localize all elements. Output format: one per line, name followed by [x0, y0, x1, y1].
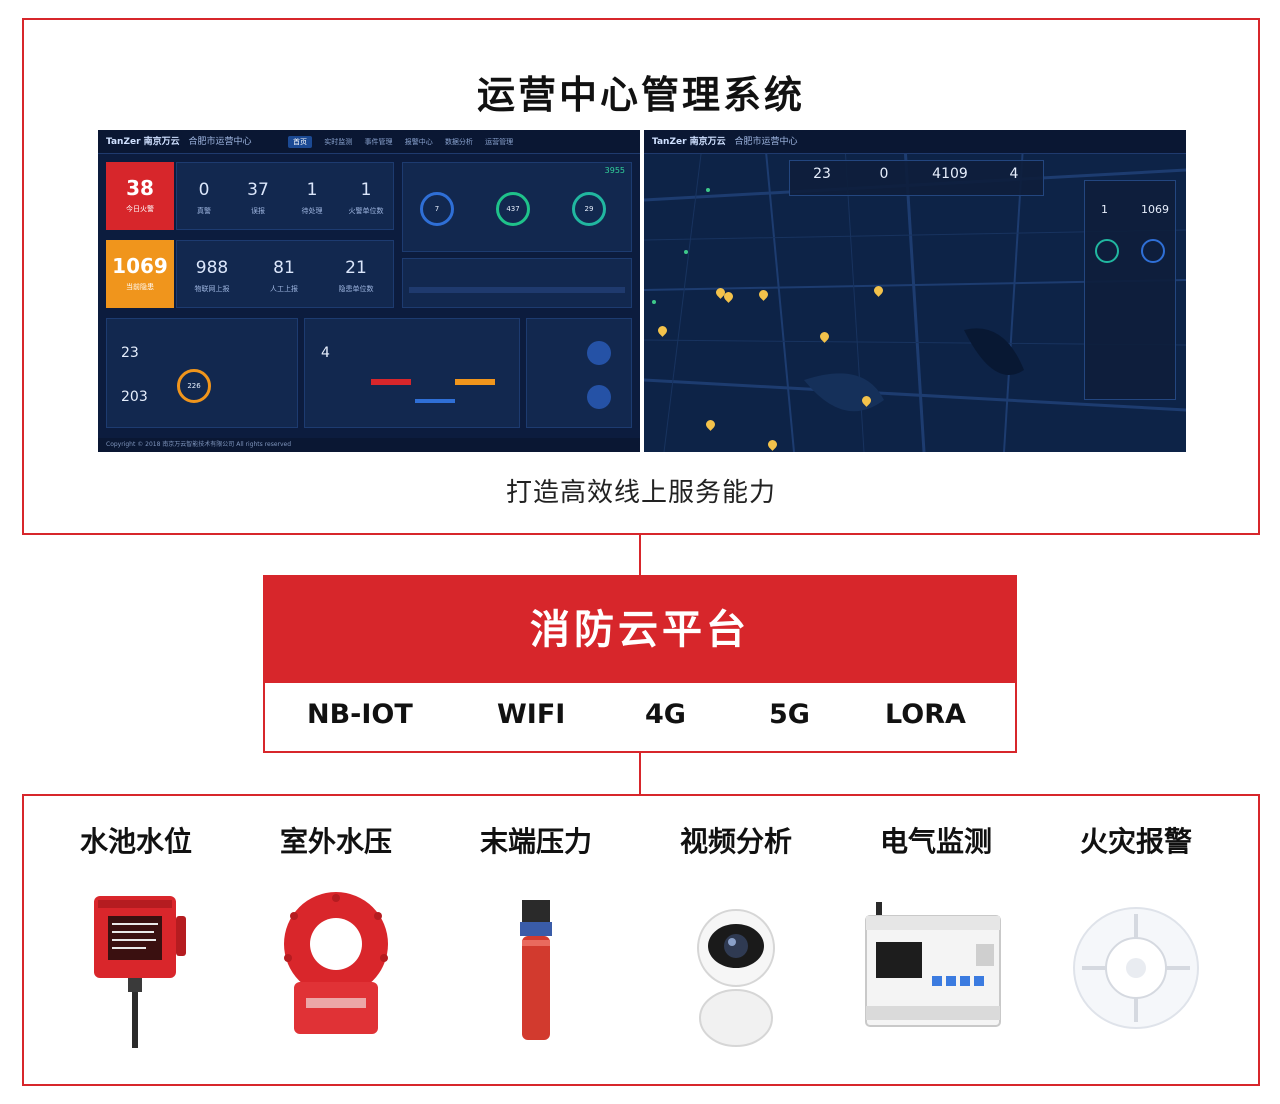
device-label: 末端压力 — [479, 825, 592, 858]
map-topbar: TanZer 南京万云 合肥市运营中心 — [644, 130, 1186, 154]
device-electrical-monitoring: 电气监测 — [836, 796, 1036, 1086]
platform-title: 消防云平台 — [265, 577, 1015, 683]
device-label: 水池水位 — [79, 825, 192, 858]
service-panel: 4 — [304, 318, 520, 428]
device-fire-alarm: 火灾报警 — [1036, 796, 1236, 1086]
map-dot — [706, 188, 710, 192]
nav-item-events: 事件管理 — [364, 138, 393, 146]
protocol-wifi: WIFI — [497, 699, 566, 730]
units-value-2: 203 — [121, 389, 148, 405]
dashboard-nav: 首页 实时监测 事件管理 报警中心 数据分析 运营管理 — [288, 130, 523, 154]
units-value-1: 23 — [121, 345, 139, 361]
map-brand: TanZer 南京万云 — [652, 137, 726, 147]
nav-item-analysis: 数据分析 — [444, 138, 473, 146]
device-terminal-pressure: 末端压力 — [436, 796, 636, 1086]
map-stat-1: 23 — [813, 166, 831, 182]
gauge-3: 29 — [572, 192, 606, 226]
fire-cloud-platform-box: 消防云平台 NB-IOT WIFI 4G 5G LORA — [263, 575, 1017, 753]
stat-iot-report: 988 物联网上报 — [194, 258, 230, 293]
dashboard-center-name: 合肥市运营中心 — [188, 137, 252, 147]
electrical-monitor-icon — [865, 902, 1001, 1027]
nav-item-operations: 运营管理 — [485, 138, 514, 146]
gauge-2: 437 — [496, 192, 530, 226]
devices-box: 水池水位 室外水压 末端压力 — [22, 794, 1260, 1086]
map-dot — [684, 250, 688, 254]
dashboard-screenshot-left: TanZer 南京万云 合肥市运营中心 首页 实时监测 事件管理 报警中心 数据… — [98, 130, 640, 452]
device-label: 电气监测 — [879, 825, 992, 858]
dashboard-brand: TanZer 南京万云 — [106, 137, 180, 147]
map-stat-3: 4109 — [932, 166, 968, 182]
nav-item-home: 首页 — [288, 136, 312, 148]
smoke-detector-icon — [1073, 907, 1199, 1029]
device-label: 视频分析 — [679, 825, 792, 858]
protocol-4g: 4G — [645, 699, 686, 730]
map-side-panel: 1 1069 — [1084, 180, 1176, 400]
camera-icon — [697, 909, 775, 1047]
dashboard-footer: Copyright © 2018 南京万云智能技术有限公司 All rights… — [98, 438, 640, 452]
protocol-lora: LORA — [885, 699, 966, 730]
stat-today-fire: 38 今日火警 — [106, 162, 174, 230]
device-outdoor-water-pressure: 室外水压 — [236, 796, 436, 1086]
map-stat-4: 4 — [1009, 166, 1019, 182]
protocol-nb-iot: NB-IOT — [307, 699, 413, 730]
realtime-panel — [402, 258, 632, 308]
protocol-5g: 5G — [769, 699, 810, 730]
stat-fire-units: 1 火警单位数 — [348, 180, 384, 215]
connector-bottom — [639, 753, 641, 794]
map-dot — [652, 300, 656, 304]
terminal-pressure-icon — [520, 900, 552, 1040]
stat-false-alarm: 37 误报 — [247, 180, 269, 215]
device-label: 室外水压 — [279, 825, 392, 858]
gauge-1: 7 — [420, 192, 454, 226]
map-stat-2: 0 — [879, 166, 889, 182]
nav-item-monitor: 实时监测 — [324, 138, 353, 146]
map-center-name: 合肥市运营中心 — [734, 137, 798, 147]
stat-pending: 1 待处理 — [301, 180, 323, 215]
dashboard-screenshot-map: TanZer 南京万云 合肥市运营中心 23 0 4109 4 1 1069 — [644, 130, 1186, 452]
stats-row2-panel — [176, 240, 394, 308]
device-pool-water-level: 水池水位 — [36, 796, 236, 1086]
service-value: 4 — [321, 345, 330, 361]
operations-center-box: 运营中心管理系统 TanZer 南京万云 合肥市运营中心 首页 实时监测 事件管… — [22, 18, 1260, 535]
map-stats-bar — [789, 160, 1044, 196]
units-panel: 23 203 226 — [106, 318, 298, 428]
stat-manual-report: 81 人工上报 — [270, 258, 298, 293]
dashboard-topbar: TanZer 南京万云 合肥市运营中心 首页 实时监测 事件管理 报警中心 数据… — [98, 130, 640, 154]
units-ring: 226 — [177, 369, 211, 403]
map-side-value-1: 1 — [1101, 203, 1108, 216]
stat-hazard-units: 21 隐患单位数 — [338, 258, 374, 293]
device-label: 火灾报警 — [1079, 825, 1192, 858]
map-side-value-2: 1069 — [1141, 203, 1169, 216]
device-total: 3955 — [604, 166, 625, 175]
personnel-panel — [526, 318, 632, 428]
device-video-analysis: 视频分析 — [636, 796, 836, 1086]
stat-current-hazard: 1069 当前隐患 — [106, 240, 174, 308]
operations-center-title: 运营中心管理系统 — [476, 73, 805, 117]
operations-center-subtitle: 打造高效线上服务能力 — [505, 478, 776, 508]
stats-row1-panel — [176, 162, 394, 230]
outdoor-water-pressure-icon — [284, 892, 388, 1034]
nav-item-alarms: 报警中心 — [404, 138, 433, 146]
connector-top — [639, 535, 641, 575]
water-level-sensor-icon — [94, 896, 186, 1048]
stat-true-alarm: 0 真警 — [197, 180, 211, 215]
